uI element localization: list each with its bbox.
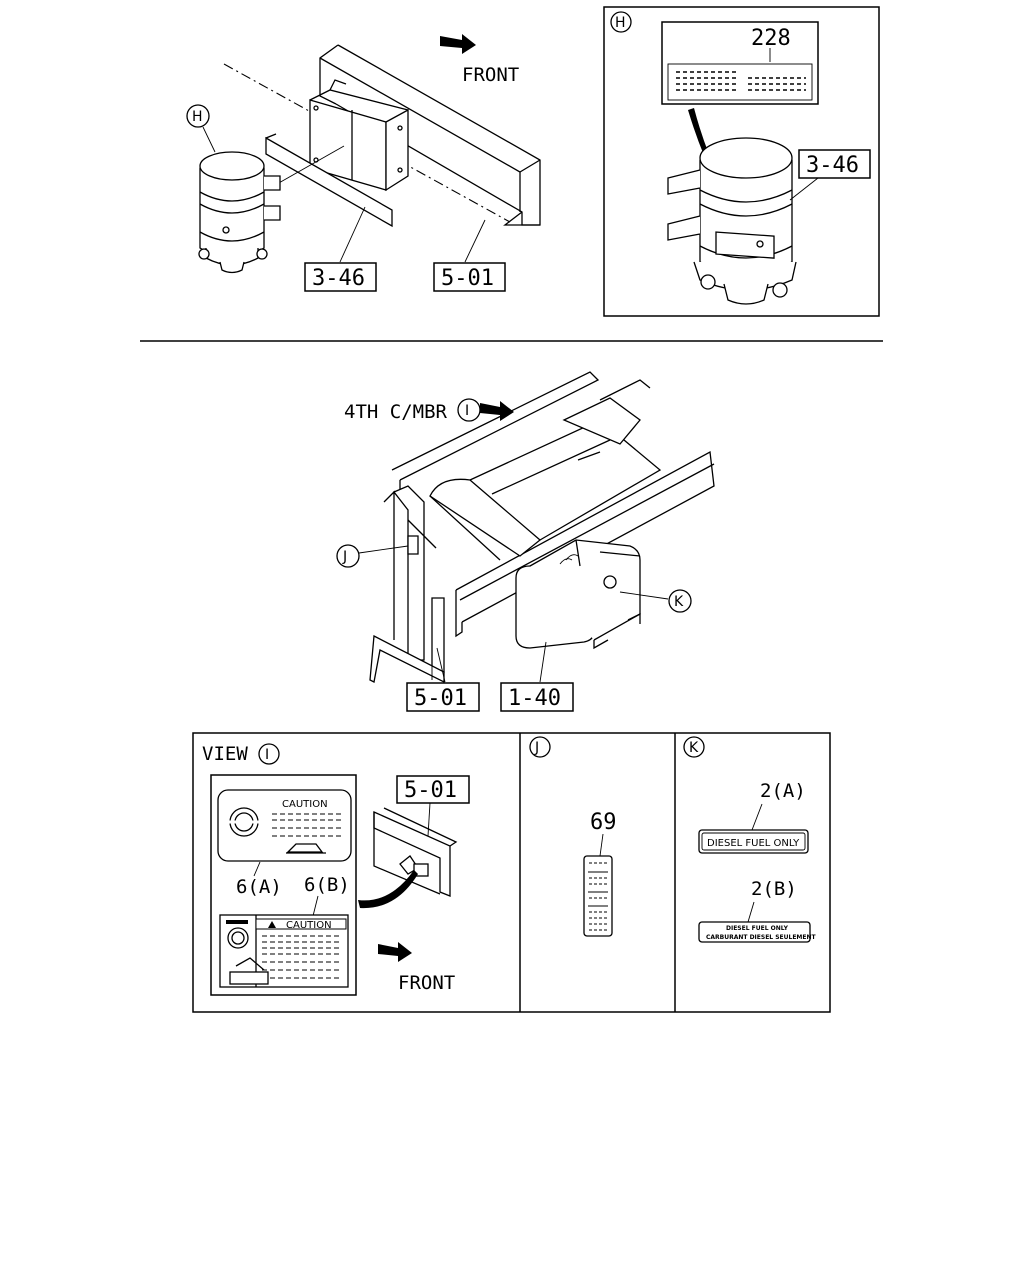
callout-h-circle	[186, 104, 210, 128]
panel-j: J 69	[529, 736, 617, 937]
middle-part-5-01: 5-01	[414, 686, 467, 711]
decal-2b-line1: DIESEL FUEL ONLY	[726, 925, 789, 932]
caution-a-text: CAUTION	[282, 799, 328, 810]
label-69-graphic	[583, 855, 613, 937]
callout-k: K	[674, 594, 684, 610]
view-front-label: FRONT	[398, 972, 455, 994]
part-6b: 6(B)	[304, 874, 350, 896]
view-part-box-5-01	[396, 775, 470, 804]
member-label: 4TH C/MBR	[344, 401, 448, 423]
view-part-5-01: 5-01	[404, 778, 457, 803]
part-69: 69	[590, 810, 617, 835]
bottom-panels: VIEW I CAUTION 6(A) 6(B)	[192, 732, 831, 1013]
caution-label-a	[217, 789, 352, 862]
decal-2a	[698, 829, 809, 854]
callout-h-detail-circle	[610, 11, 632, 33]
callout-k-circle	[668, 589, 692, 613]
part-5-01: 5-01	[441, 266, 494, 291]
detail-h-callout: H	[615, 15, 626, 31]
middle-drawing: I 4TH C/MBR K	[336, 371, 715, 712]
canister-assembly	[198, 151, 281, 274]
front-arrow-middle-icon	[480, 401, 514, 421]
canister-detail	[667, 137, 797, 305]
upright-post	[392, 485, 425, 661]
detail-part-box-3-46	[798, 149, 871, 179]
callout-i: I	[465, 403, 469, 419]
part-box-5-01	[433, 262, 506, 292]
callout-j: J	[342, 549, 347, 565]
view-callout: I	[265, 747, 269, 763]
front-label: FRONT	[462, 64, 519, 86]
view-label: VIEW	[202, 743, 248, 765]
view-front-arrow-icon	[378, 942, 412, 962]
panel-k-callout: K	[689, 740, 699, 756]
caution-b-text: CAUTION	[286, 920, 332, 931]
callout-h: H	[192, 109, 203, 125]
middle-part-box-5-01	[406, 682, 480, 712]
part-box-3-46	[304, 262, 377, 292]
top-left-drawing: FRONT	[186, 34, 541, 292]
label-228-box	[661, 21, 819, 105]
part-3-46: 3-46	[312, 266, 365, 291]
view-i-panel: VIEW I CAUTION 6(A) 6(B)	[202, 743, 470, 996]
callout-j-circle	[336, 544, 360, 568]
panel-j-callout-circle	[529, 736, 551, 758]
decal-2a-text: DIESEL FUEL ONLY	[707, 838, 800, 849]
label-228-graphic	[667, 63, 813, 101]
decal-2b	[698, 921, 811, 943]
front-arrow-icon	[440, 34, 476, 54]
part-2b: 2(B)	[751, 878, 797, 900]
view-callout-circle	[258, 743, 280, 765]
detail-part-3-46: 3-46	[806, 153, 859, 178]
middle-part-box-1-40	[500, 682, 574, 712]
part-2a: 2(A)	[760, 780, 806, 802]
panel-k: K 2(A) DIESEL FUEL ONLY 2(B) DIESEL FUEL…	[683, 736, 817, 943]
detail-h-panel: H 228	[603, 6, 880, 317]
left-rail	[391, 371, 600, 481]
middle-part-1-40: 1-40	[508, 686, 561, 711]
panel-j-callout: J	[534, 740, 539, 756]
part-228: 228	[751, 26, 791, 51]
decal-2b-line2: CARBURANT DIESEL SEULEMENT	[706, 934, 817, 941]
panel-k-callout-circle	[683, 736, 705, 758]
part-6a: 6(A)	[236, 876, 282, 898]
